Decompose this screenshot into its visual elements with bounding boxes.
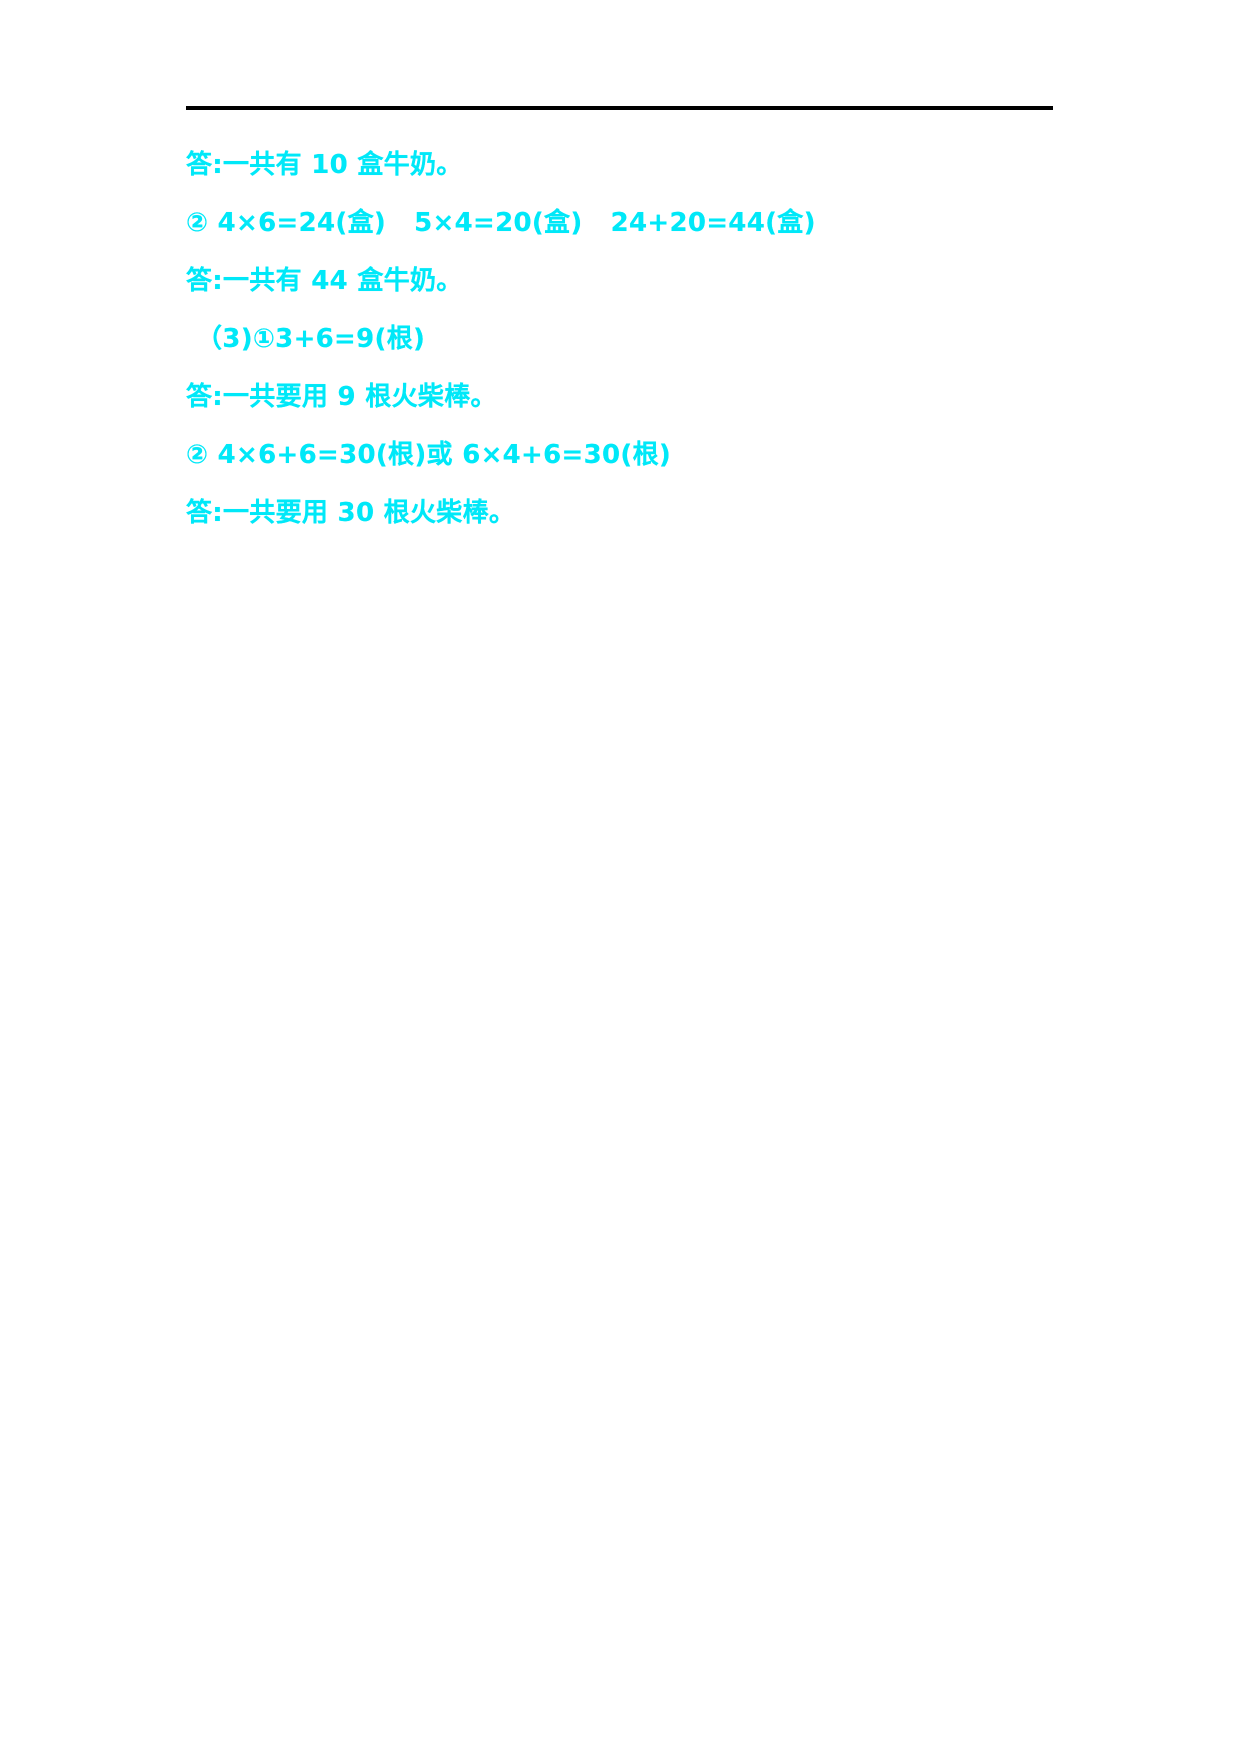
answer-line-5: 答:一共要用 9 根火柴棒。	[186, 382, 497, 412]
answer-line-3: 答:一共有 44 盒牛奶。	[186, 266, 463, 296]
answer-line-4: （3)①3+6=9(根)	[196, 324, 426, 354]
answer-line-2: ② 4×6=24(盒) 5×4=20(盒) 24+20=44(盒)	[186, 208, 816, 238]
answer-line-7: 答:一共要用 30 根火柴棒。	[186, 498, 516, 528]
answer-line-1: 答:一共有 10 盒牛奶。	[186, 150, 463, 180]
answer-line-6: ② 4×6+6=30(根)或 6×4+6=30(根)	[186, 440, 672, 470]
answer-text-block: 答:一共有 10 盒牛奶。 ② 4×6=24(盒) 5×4=20(盒) 24+2…	[186, 152, 1146, 526]
header-divider-rule	[186, 106, 1053, 110]
